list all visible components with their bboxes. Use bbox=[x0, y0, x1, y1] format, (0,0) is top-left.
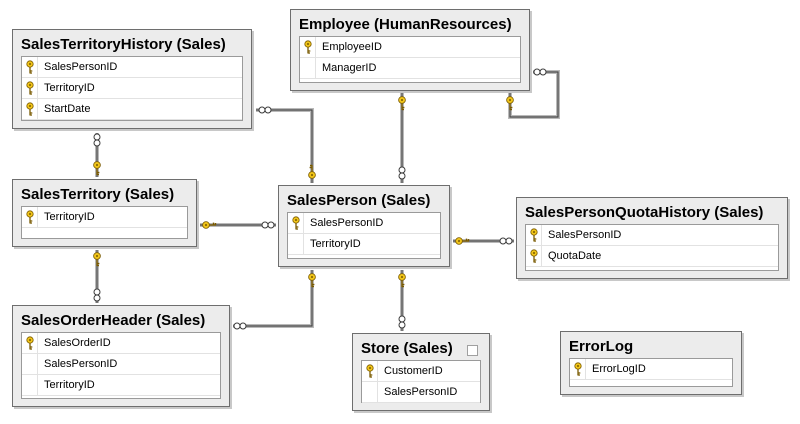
column-list: SalesPersonID TerritoryID StartDate bbox=[21, 56, 243, 121]
column-list: SalesPersonID QuotaDate bbox=[525, 224, 779, 271]
column-name: SalesPersonID bbox=[548, 229, 622, 241]
table-title: SalesPersonQuotaHistory (Sales) bbox=[525, 204, 764, 221]
column-row[interactable]: QuotaDate bbox=[526, 246, 778, 267]
column-name: CustomerID bbox=[384, 365, 443, 377]
key-icon bbox=[308, 164, 316, 179]
key-icon bbox=[455, 237, 470, 245]
key-icon bbox=[93, 161, 101, 176]
column-name: StartDate bbox=[44, 103, 91, 115]
infinity-icon bbox=[499, 237, 513, 245]
column-row[interactable]: TerritoryID bbox=[22, 207, 187, 228]
table-title: Store (Sales) bbox=[361, 340, 453, 357]
table-title: SalesTerritory (Sales) bbox=[21, 186, 175, 203]
key-icon bbox=[22, 207, 38, 227]
column-name: TerritoryID bbox=[44, 379, 95, 391]
fk-salesterritoryhistory-salesperson-band bbox=[256, 108, 314, 183]
table-title: Employee (HumanResources) bbox=[299, 16, 512, 33]
column-marker bbox=[22, 375, 38, 395]
infinity-icon bbox=[258, 106, 272, 114]
column-row[interactable]: CustomerID bbox=[362, 361, 480, 382]
column-row[interactable]: SalesPersonID bbox=[526, 225, 778, 246]
key-icon bbox=[22, 99, 38, 119]
column-list: CustomerID SalesPersonID bbox=[361, 360, 481, 403]
table-store[interactable]: Store (Sales) CustomerID SalesPersonID bbox=[352, 333, 490, 411]
column-name: SalesPersonID bbox=[384, 386, 458, 398]
infinity-icon bbox=[261, 221, 275, 229]
relationship-endpoints bbox=[93, 68, 547, 330]
infinity-icon bbox=[93, 288, 101, 302]
key-icon bbox=[398, 273, 406, 288]
key-icon bbox=[308, 273, 316, 288]
infinity-icon bbox=[93, 133, 101, 147]
column-list: EmployeeID ManagerID bbox=[299, 36, 521, 83]
column-row[interactable]: SalesPersonID bbox=[362, 382, 480, 403]
column-row[interactable]: ErrorLogID bbox=[570, 359, 732, 380]
table-title: SalesTerritoryHistory (Sales) bbox=[21, 36, 226, 53]
key-icon bbox=[202, 221, 217, 229]
key-icon bbox=[526, 225, 542, 245]
column-marker bbox=[362, 382, 378, 402]
infinity-icon bbox=[233, 322, 247, 330]
table-title: SalesPerson (Sales) bbox=[287, 192, 431, 209]
column-name: SalesPersonID bbox=[44, 358, 118, 370]
column-list: TerritoryID bbox=[21, 206, 188, 239]
key-icon bbox=[570, 359, 586, 379]
key-icon bbox=[288, 213, 304, 233]
column-marker bbox=[288, 234, 304, 254]
table-title: SalesOrderHeader (Sales) bbox=[21, 312, 206, 329]
expand-toggle[interactable] bbox=[467, 345, 478, 356]
key-icon bbox=[22, 57, 38, 77]
column-row[interactable]: TerritoryID bbox=[288, 234, 440, 255]
column-row[interactable]: StartDate bbox=[22, 99, 242, 120]
column-name: TerritoryID bbox=[44, 211, 95, 223]
key-icon bbox=[526, 246, 542, 266]
table-st[interactable]: SalesTerritory (Sales) TerritoryID bbox=[12, 179, 197, 247]
infinity-icon bbox=[533, 68, 547, 76]
key-icon bbox=[93, 252, 101, 267]
column-row[interactable]: TerritoryID bbox=[22, 375, 220, 396]
infinity-icon bbox=[398, 166, 406, 180]
column-row[interactable]: SalesPersonID bbox=[288, 213, 440, 234]
table-emp[interactable]: Employee (HumanResources) EmployeeID Manag… bbox=[290, 9, 530, 91]
column-name: SalesOrderID bbox=[44, 337, 111, 349]
column-row[interactable]: SalesOrderID bbox=[22, 333, 220, 354]
table-title: ErrorLog bbox=[569, 338, 634, 355]
column-name: SalesPersonID bbox=[310, 217, 384, 229]
column-name: TerritoryID bbox=[310, 238, 361, 250]
column-row[interactable]: SalesPersonID bbox=[22, 354, 220, 375]
column-marker bbox=[22, 354, 38, 374]
key-icon bbox=[300, 37, 316, 57]
column-name: SalesPersonID bbox=[44, 61, 118, 73]
column-list: SalesPersonID TerritoryID bbox=[287, 212, 441, 259]
fk-salesorderheader-salesperson-band bbox=[233, 270, 314, 328]
column-name: TerritoryID bbox=[44, 82, 95, 94]
column-row[interactable]: SalesPersonID bbox=[22, 57, 242, 78]
column-name: EmployeeID bbox=[322, 41, 382, 53]
column-name: ErrorLogID bbox=[592, 363, 646, 375]
infinity-icon bbox=[398, 315, 406, 329]
column-name: ManagerID bbox=[322, 62, 377, 74]
table-spqh[interactable]: SalesPersonQuotaHistory (Sales) SalesPers… bbox=[516, 197, 788, 279]
key-icon bbox=[506, 96, 514, 111]
column-row[interactable]: TerritoryID bbox=[22, 78, 242, 99]
column-list: SalesOrderID SalesPersonID TerritoryID bbox=[21, 332, 221, 399]
fk-salesorderheader-salesperson[interactable] bbox=[233, 270, 313, 327]
key-icon bbox=[362, 361, 378, 381]
column-marker bbox=[300, 58, 316, 78]
key-icon bbox=[398, 96, 406, 111]
column-list: ErrorLogID bbox=[569, 358, 733, 387]
column-name: QuotaDate bbox=[548, 250, 602, 262]
fk-salesterritoryhistory-salesperson[interactable] bbox=[256, 109, 313, 183]
key-icon bbox=[22, 78, 38, 98]
column-row[interactable]: EmployeeID bbox=[300, 37, 520, 58]
column-row[interactable]: ManagerID bbox=[300, 58, 520, 79]
key-icon bbox=[22, 333, 38, 353]
table-sth[interactable]: SalesTerritoryHistory (Sales) SalesPerson… bbox=[12, 29, 252, 129]
table-sp[interactable]: SalesPerson (Sales) SalesPersonID Territor… bbox=[278, 185, 450, 267]
